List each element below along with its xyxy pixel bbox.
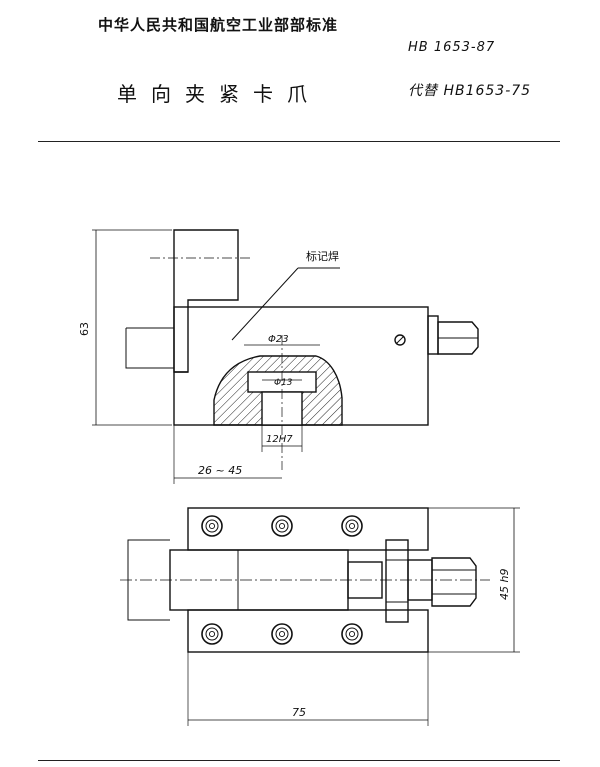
bolt-hole (341, 515, 363, 537)
dim-phi23-label: Φ23 (268, 334, 289, 345)
bolt-hole (341, 623, 363, 645)
dim-range-label: 26 ~ 45 (198, 464, 242, 477)
bolt-group (201, 515, 363, 645)
dim-width-label: 45 h9 (498, 569, 511, 600)
top-view (120, 507, 520, 726)
standard-number: HB 1653-87 (408, 40, 496, 55)
replaces-number: HB1653-75 (443, 83, 532, 99)
footer-rule (38, 760, 560, 761)
replaces-label: 代替 (408, 83, 438, 99)
pin-slash (395, 335, 405, 345)
weld-leader (231, 267, 299, 341)
front-view (92, 229, 479, 484)
document-title: 单向夹紧卡爪 (117, 82, 321, 106)
dim-63-label: 63 (78, 322, 91, 336)
replaces-standard: 代替 HB1653-75 (408, 80, 531, 100)
bolt-hole (201, 623, 223, 645)
dim-length-label: 75 (292, 706, 306, 719)
pin-circle (394, 334, 406, 346)
tongue-outline (125, 327, 174, 369)
plate-top (187, 507, 429, 551)
dim-12h7-label: 12H7 (266, 434, 293, 445)
screw-head (437, 321, 479, 355)
plate-bottom (187, 609, 429, 653)
bolt-hole (271, 515, 293, 537)
dim-phi13-label: Φ13 (274, 378, 293, 388)
bolt-hole (271, 623, 293, 645)
header-rule (38, 141, 560, 142)
jaw-upper-outline (173, 229, 239, 373)
issuing-organization: 中华人民共和国航空工业部部标准 (98, 16, 339, 34)
weld-mark-label: 标记焊 (306, 249, 339, 263)
screw-collar (427, 315, 439, 355)
bolt-hole (201, 515, 223, 537)
screw-head-top (431, 557, 477, 607)
